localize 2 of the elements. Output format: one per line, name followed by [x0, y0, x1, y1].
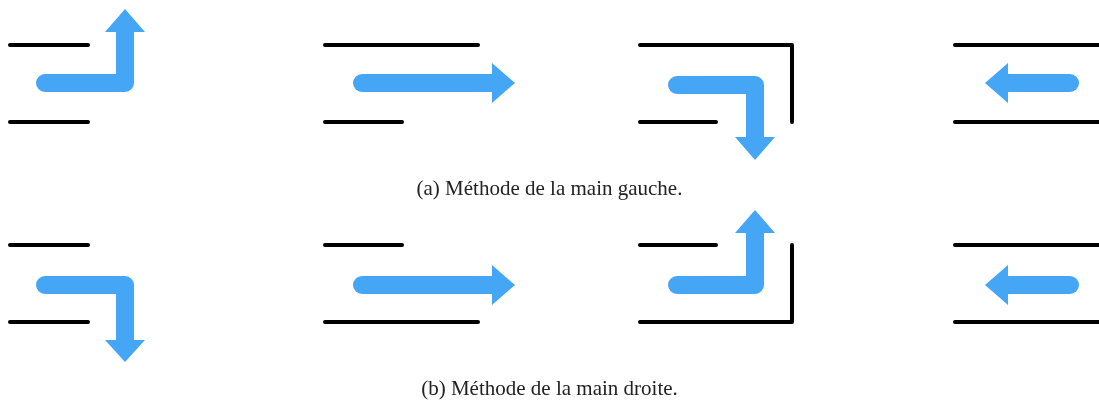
figure-caption: (b) Méthode de la main droite.	[421, 376, 678, 401]
figure-caption: (a) Méthode de la main gauche.	[416, 176, 683, 201]
